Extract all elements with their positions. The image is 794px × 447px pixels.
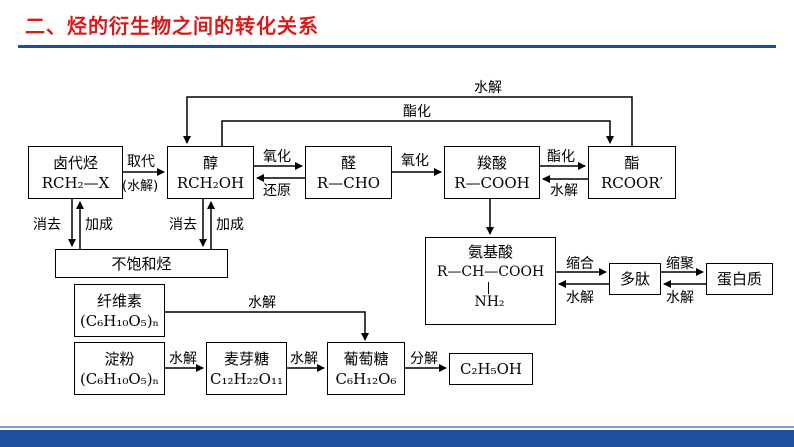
aminoacid-box: 氨基酸 R—CH—COOH NH₂	[425, 237, 556, 325]
label-top-esterify: 酯化	[403, 104, 431, 120]
maltose-formula: C₁₂H₂₂O₁₁	[210, 369, 283, 388]
title-divider	[18, 45, 776, 48]
label-top-hydrolysis: 水解	[474, 80, 502, 96]
aldehyde-formula: R—CHO	[316, 173, 381, 192]
unsaturated-name: 不饱和烃	[111, 254, 172, 273]
protein-box: 蛋白质	[706, 263, 773, 295]
ester-box: 酯 RCOOR′	[588, 146, 676, 199]
glucose-name: 葡萄糖	[343, 349, 389, 368]
cellulose-name: 纤维素	[96, 291, 142, 310]
haloalkane-box: 卤代烃 RCH₂—X	[28, 146, 123, 199]
label-condensation: 缩合	[566, 256, 594, 272]
starch-name: 淀粉	[104, 349, 135, 368]
maltose-box: 麦芽糖 C₁₂H₂₂O₁₁	[206, 342, 287, 395]
acid-name: 羧酸	[476, 153, 507, 172]
ester-name: 酯	[624, 153, 640, 172]
arrow-cellulose-to-glucose	[165, 311, 369, 341]
footer-rule	[0, 426, 794, 428]
cellulose-formula: (C₆H₁₀O₅)ₙ	[79, 311, 160, 330]
alcohol-name: 醇	[202, 153, 218, 172]
label-maltose-hydrolysis: 水解	[290, 351, 318, 367]
alcohol-formula: RCH₂OH	[176, 173, 245, 192]
aldehyde-box: 醛 R—CHO	[305, 146, 392, 199]
label-elimination-2: 消去	[169, 217, 197, 233]
alcohol-box: 醇 RCH₂OH	[167, 146, 254, 199]
label-substitution: 取代	[127, 154, 155, 170]
label-addition-1: 加成	[85, 217, 113, 233]
cellulose-box: 纤维素 (C₆H₁₀O₅)ₙ	[74, 284, 165, 337]
aminoacid-branch-line	[487, 282, 490, 294]
ethanol-box: C₂H₅OH	[449, 353, 533, 385]
glucose-box: 葡萄糖 C₆H₁₂O₆	[327, 342, 405, 395]
aminoacid-formula-sub: NH₂	[474, 294, 505, 310]
unsaturated-box: 不饱和烃	[55, 249, 228, 278]
label-decomposition: 分解	[410, 351, 438, 367]
aminoacid-name: 氨基酸	[467, 243, 513, 261]
starch-formula: (C₆H₁₀O₅)ₙ	[79, 369, 160, 388]
label-starch-hydrolysis: 水解	[169, 351, 197, 367]
label-addition-2: 加成	[216, 217, 244, 233]
page-title: 二、烃的衍生物之间的转化关系	[25, 14, 319, 38]
label-peptide-hydrolysis: 水解	[566, 290, 594, 306]
label-substitution-condition: (水解)	[122, 179, 159, 194]
peptide-box: 多肽	[609, 263, 661, 295]
ester-formula: RCOOR′	[600, 173, 664, 192]
starch-box: 淀粉 (C₆H₁₀O₅)ₙ	[74, 342, 165, 395]
arrow-alcohol-to-ester-esterify	[221, 120, 614, 146]
footer-bar	[0, 430, 794, 447]
haloalkane-formula: RCH₂—X	[41, 173, 110, 192]
label-oxidation-2: 氧化	[401, 153, 429, 169]
label-oxidation-1: 氧化	[263, 149, 291, 165]
label-reduction: 还原	[263, 183, 291, 199]
ethanol-formula: C₂H₅OH	[460, 360, 522, 378]
maltose-name: 麦芽糖	[223, 349, 269, 368]
aminoacid-formula-main: R—CH—COOH	[436, 264, 545, 280]
haloalkane-name: 卤代烃	[52, 153, 98, 172]
label-esterify-2: 酯化	[547, 149, 575, 165]
aldehyde-name: 醛	[340, 153, 356, 172]
glucose-formula: C₆H₁₂O₆	[335, 369, 397, 388]
peptide-name: 多肽	[619, 270, 650, 288]
label-polymerization: 缩聚	[666, 256, 694, 272]
label-ester-hydrolysis: 水解	[550, 183, 578, 199]
label-elimination-1: 消去	[33, 217, 61, 233]
arrow-ester-to-alcohol-hydrolysis	[183, 96, 633, 146]
acid-formula: R—COOH	[454, 173, 530, 192]
protein-name: 蛋白质	[716, 270, 762, 288]
label-protein-hydrolysis: 水解	[666, 290, 694, 306]
acid-box: 羧酸 R—COOH	[444, 146, 540, 199]
label-cellulose-hydrolysis: 水解	[248, 295, 276, 311]
